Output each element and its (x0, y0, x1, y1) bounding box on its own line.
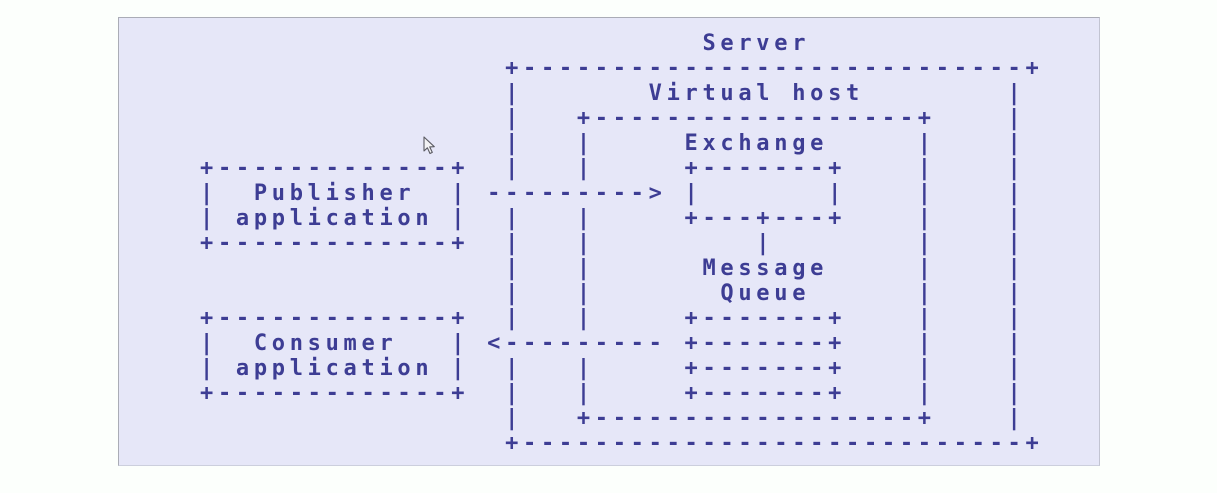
content-panel: Server +----------------------------+ | … (118, 17, 1100, 466)
ascii-architecture-diagram: Server +----------------------------+ | … (200, 31, 1044, 456)
